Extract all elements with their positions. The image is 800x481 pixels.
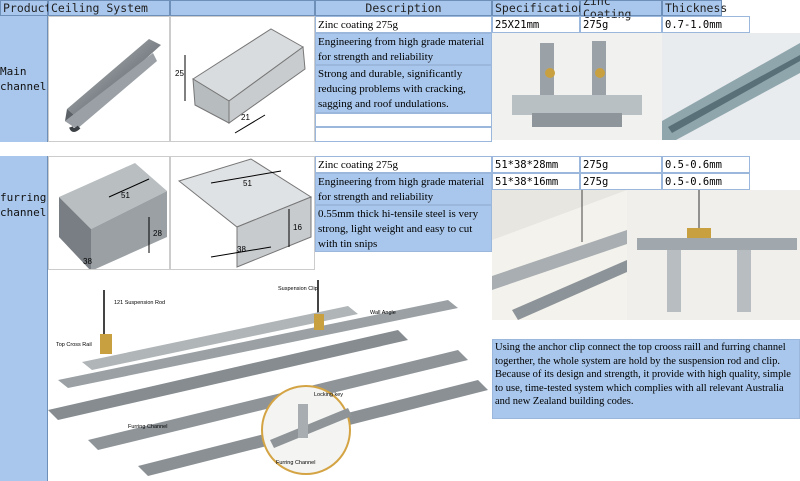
main-channel-drawing: 25 21 xyxy=(170,16,315,142)
dim-d: 51 xyxy=(243,179,252,188)
dim-width: 21 xyxy=(241,113,250,122)
main-desc-blank-2 xyxy=(315,127,492,142)
main-spec: 25X21mm xyxy=(492,16,580,33)
label-suspension-clip: Suspension Clip xyxy=(278,286,318,292)
system-note: Using the anchor clip connect the top cr… xyxy=(492,339,800,419)
label-wall-angle: Wall Angle xyxy=(370,310,396,316)
furring-channel-drawing: 51 16 38 xyxy=(170,156,315,270)
header-product: Product xyxy=(0,0,51,16)
installed-photo-1 xyxy=(492,190,627,320)
furring-desc-2: Engineering from high grade material for… xyxy=(315,173,492,205)
furring-channel-label: furring channel xyxy=(0,156,48,481)
header-ceiling-system: Ceiling System xyxy=(48,0,170,16)
main-zinc: 275g xyxy=(580,16,662,33)
furring-desc-3: 0.55mm thick hi-tensile steel is very st… xyxy=(315,205,492,252)
label-furring-channel: Furring Channel xyxy=(128,424,168,430)
main-channel-photo xyxy=(48,16,170,142)
header-thickness: Thickness xyxy=(662,0,727,16)
furring-spec-2: 51*38*16mm xyxy=(492,173,580,190)
header-blank xyxy=(170,0,315,16)
furring-desc-1: Zinc coating 275g xyxy=(315,156,492,173)
furring-spec-1: 51*38*28mm xyxy=(492,156,580,173)
furring-thickness-1: 0.5-0.6mm xyxy=(662,156,750,173)
label-locking-key: Locking key xyxy=(314,392,344,398)
furring-thickness-2: 0.5-0.6mm xyxy=(662,173,750,190)
dim-f: 38 xyxy=(237,245,246,254)
dim-a: 51 xyxy=(121,191,130,200)
main-desc-3: Strong and durable, significantly reduci… xyxy=(315,65,492,113)
dim-height: 25 xyxy=(175,69,184,78)
furring-zinc-1: 275g xyxy=(580,156,662,173)
row-gap xyxy=(0,142,48,156)
main-clip-photo xyxy=(492,33,662,140)
header-zinc-coating: Zinc Coating xyxy=(580,0,662,21)
header-description: Description xyxy=(315,0,492,16)
main-channel-label-line2: channel xyxy=(0,80,47,93)
label-suspension-rod: 121 Suspension Rod xyxy=(114,300,166,306)
installed-photo-2 xyxy=(627,190,800,320)
dim-c: 38 xyxy=(83,257,92,266)
main-channel-photo-2 xyxy=(662,33,800,140)
main-desc-blank-1 xyxy=(315,113,492,127)
furring-channel-label-line2: channel xyxy=(0,205,47,219)
main-desc-2: Engineering from high grade material for… xyxy=(315,33,492,65)
main-desc-1: Zinc coating 275g xyxy=(315,16,492,33)
system-diagram: 121 Suspension Rod Suspension Clip Wall … xyxy=(48,270,492,481)
label-top-cross-rail: Top Cross Rail xyxy=(56,342,92,348)
dim-b: 28 xyxy=(153,229,162,238)
main-channel-label: Main channel xyxy=(0,16,48,142)
furring-channel-photo: 51 28 38 xyxy=(48,156,170,270)
main-thickness: 0.7-1.0mm xyxy=(662,16,750,33)
main-channel-label-line1: Main xyxy=(0,65,27,78)
furring-channel-label-line1: furring xyxy=(0,190,47,204)
header-specification: Specification xyxy=(492,0,585,16)
dim-e: 16 xyxy=(293,223,302,232)
label-furring-channel-2: Furring Channel xyxy=(276,460,316,466)
furring-zinc-2: 275g xyxy=(580,173,662,190)
